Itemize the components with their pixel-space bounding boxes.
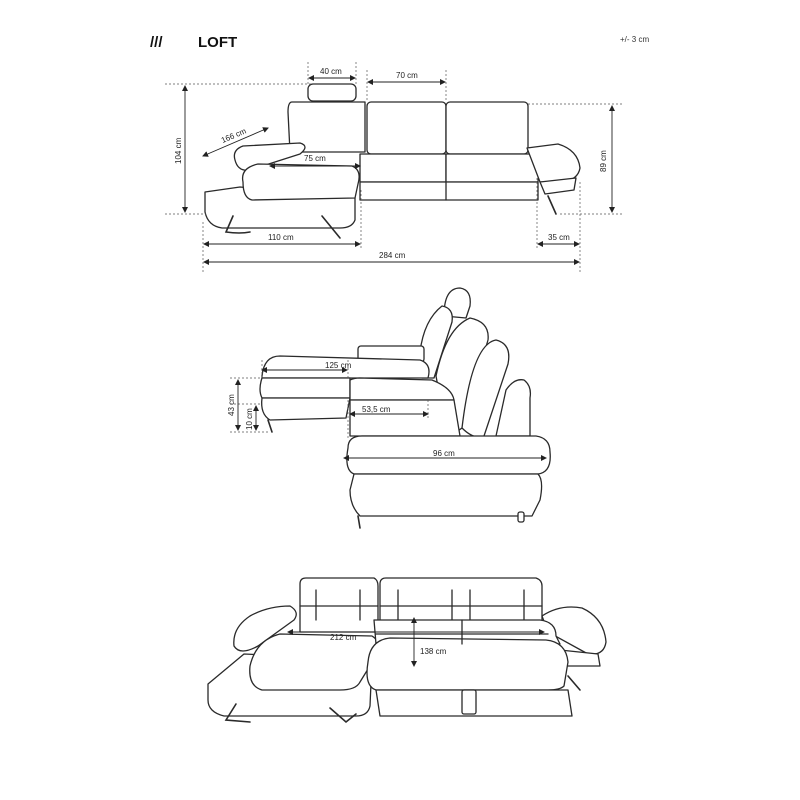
dim-armrest-diagonal: 166 cm: [220, 126, 248, 145]
dim-total-width: 284 cm: [379, 251, 406, 260]
dim-leg-height: 10 cm: [245, 408, 254, 430]
header: /// LOFT +/- 3 cm: [150, 34, 649, 51]
tolerance-note: +/- 3 cm: [620, 35, 649, 44]
dim-headrest-width: 40 cm: [320, 67, 342, 76]
dim-total-depth: 96 cm: [433, 449, 455, 458]
dim-bed-width: 138 cm: [420, 647, 447, 656]
bed-view-dimensions: 212 cm 138 cm: [287, 617, 545, 667]
dim-bed-length: 212 cm: [330, 633, 357, 642]
dim-back-cushion-width: 70 cm: [396, 71, 418, 80]
front-view-drawing: [204, 83, 581, 239]
side-view-dimensions: 125 cm 43 cm 10 cm 53,5 cm 96 cm: [227, 361, 547, 461]
dim-chaise-width: 110 cm: [268, 233, 294, 242]
dim-armrest-width: 35 cm: [548, 233, 570, 242]
bed-view-drawing: [207, 577, 607, 724]
side-view-drawing: [259, 287, 551, 529]
dim-chaise-length: 125 cm: [325, 361, 352, 370]
brand-logo-mark: ///: [150, 34, 163, 51]
dim-back-height: 89 cm: [599, 150, 608, 172]
dim-total-height: 104 cm: [174, 137, 183, 164]
dim-seat-height: 43 cm: [227, 394, 236, 416]
dim-seat-depth: 53,5 cm: [362, 405, 391, 414]
page-title: LOFT: [198, 34, 237, 51]
dim-chaise-seat-width: 75 cm: [304, 154, 326, 163]
front-view-dimensions: 40 cm 70 cm 166 cm 104 cm 89 cm 75 cm 11…: [174, 67, 615, 265]
